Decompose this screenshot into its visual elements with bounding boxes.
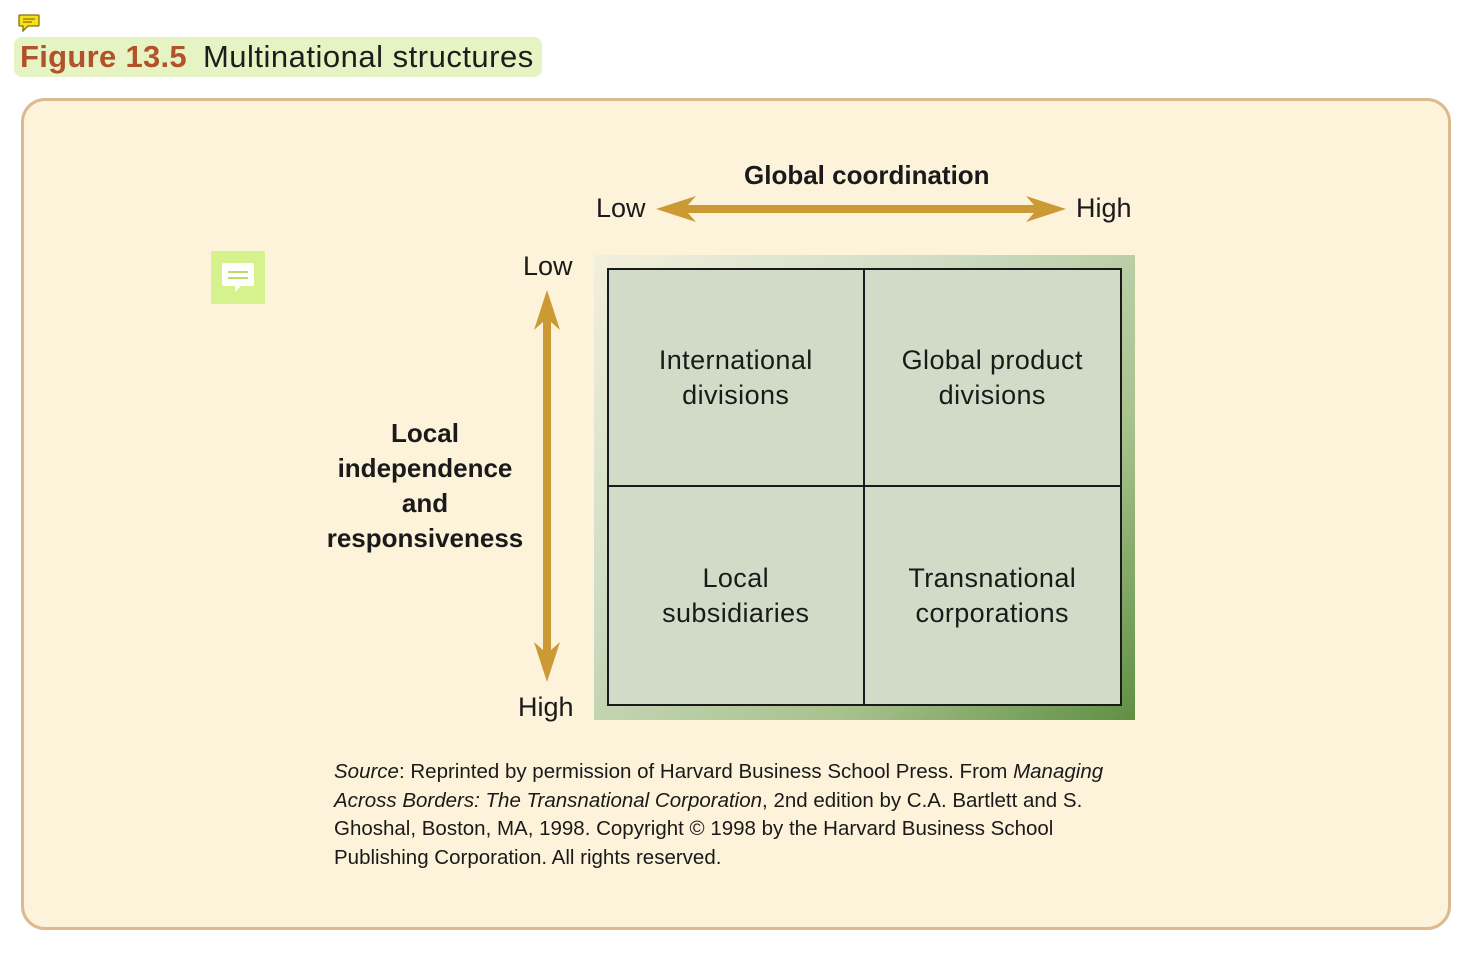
figure-title: Multinational structures bbox=[202, 39, 534, 74]
cell-line: corporations bbox=[915, 597, 1069, 628]
global-coordination-title: Global coordination bbox=[744, 160, 990, 190]
cell-global-product-divisions: Global product divisions bbox=[864, 270, 1120, 487]
figure-title-bar: Figure 13.5 Multinational structures bbox=[14, 37, 542, 77]
cell-international-divisions: International divisions bbox=[609, 270, 865, 487]
cell-line: divisions bbox=[938, 379, 1046, 410]
global-coordination-low-label: Low bbox=[596, 193, 646, 223]
cell-line: subsidiaries bbox=[662, 597, 810, 628]
cell-line: Transnational bbox=[908, 562, 1077, 593]
cell-line: Global product bbox=[901, 344, 1083, 375]
local-independence-low-label: Low bbox=[523, 251, 573, 281]
cell-transnational-corporations: Transnational corporations bbox=[865, 487, 1121, 704]
cell-line: International bbox=[658, 344, 813, 375]
structure-matrix: International divisions Global product d… bbox=[607, 268, 1122, 706]
local-independence-title-line: independence bbox=[337, 453, 513, 483]
local-independence-high-label: High bbox=[518, 692, 574, 722]
comment-icon[interactable] bbox=[211, 251, 265, 304]
local-independence-title-line: and bbox=[401, 488, 449, 518]
cell-local-subsidiaries: Local subsidiaries bbox=[609, 487, 865, 704]
source-text-2: , 2nd edition by C.A. Bartlett and S. Gh… bbox=[334, 788, 1083, 869]
figure-label: Figure 13.5 bbox=[20, 39, 187, 74]
source-label: Source bbox=[334, 760, 399, 783]
local-independence-title: Local independence and responsiveness bbox=[318, 416, 532, 556]
cell-line: Local bbox=[702, 562, 770, 593]
local-independence-title-line: responsiveness bbox=[326, 523, 524, 553]
source-note: Source: Reprinted by permission of Harva… bbox=[334, 758, 1144, 872]
horizontal-double-arrow bbox=[656, 196, 1066, 222]
comment-icon[interactable] bbox=[18, 14, 40, 32]
source-text-1: : Reprinted by permission of Harvard Bus… bbox=[398, 760, 1014, 783]
global-coordination-high-label: High bbox=[1076, 193, 1132, 223]
cell-line: divisions bbox=[682, 379, 790, 410]
local-independence-title-line: Local bbox=[391, 418, 459, 448]
vertical-double-arrow bbox=[534, 290, 560, 682]
source-book-title: Managing Across Borders: The Transnation… bbox=[334, 760, 1104, 812]
